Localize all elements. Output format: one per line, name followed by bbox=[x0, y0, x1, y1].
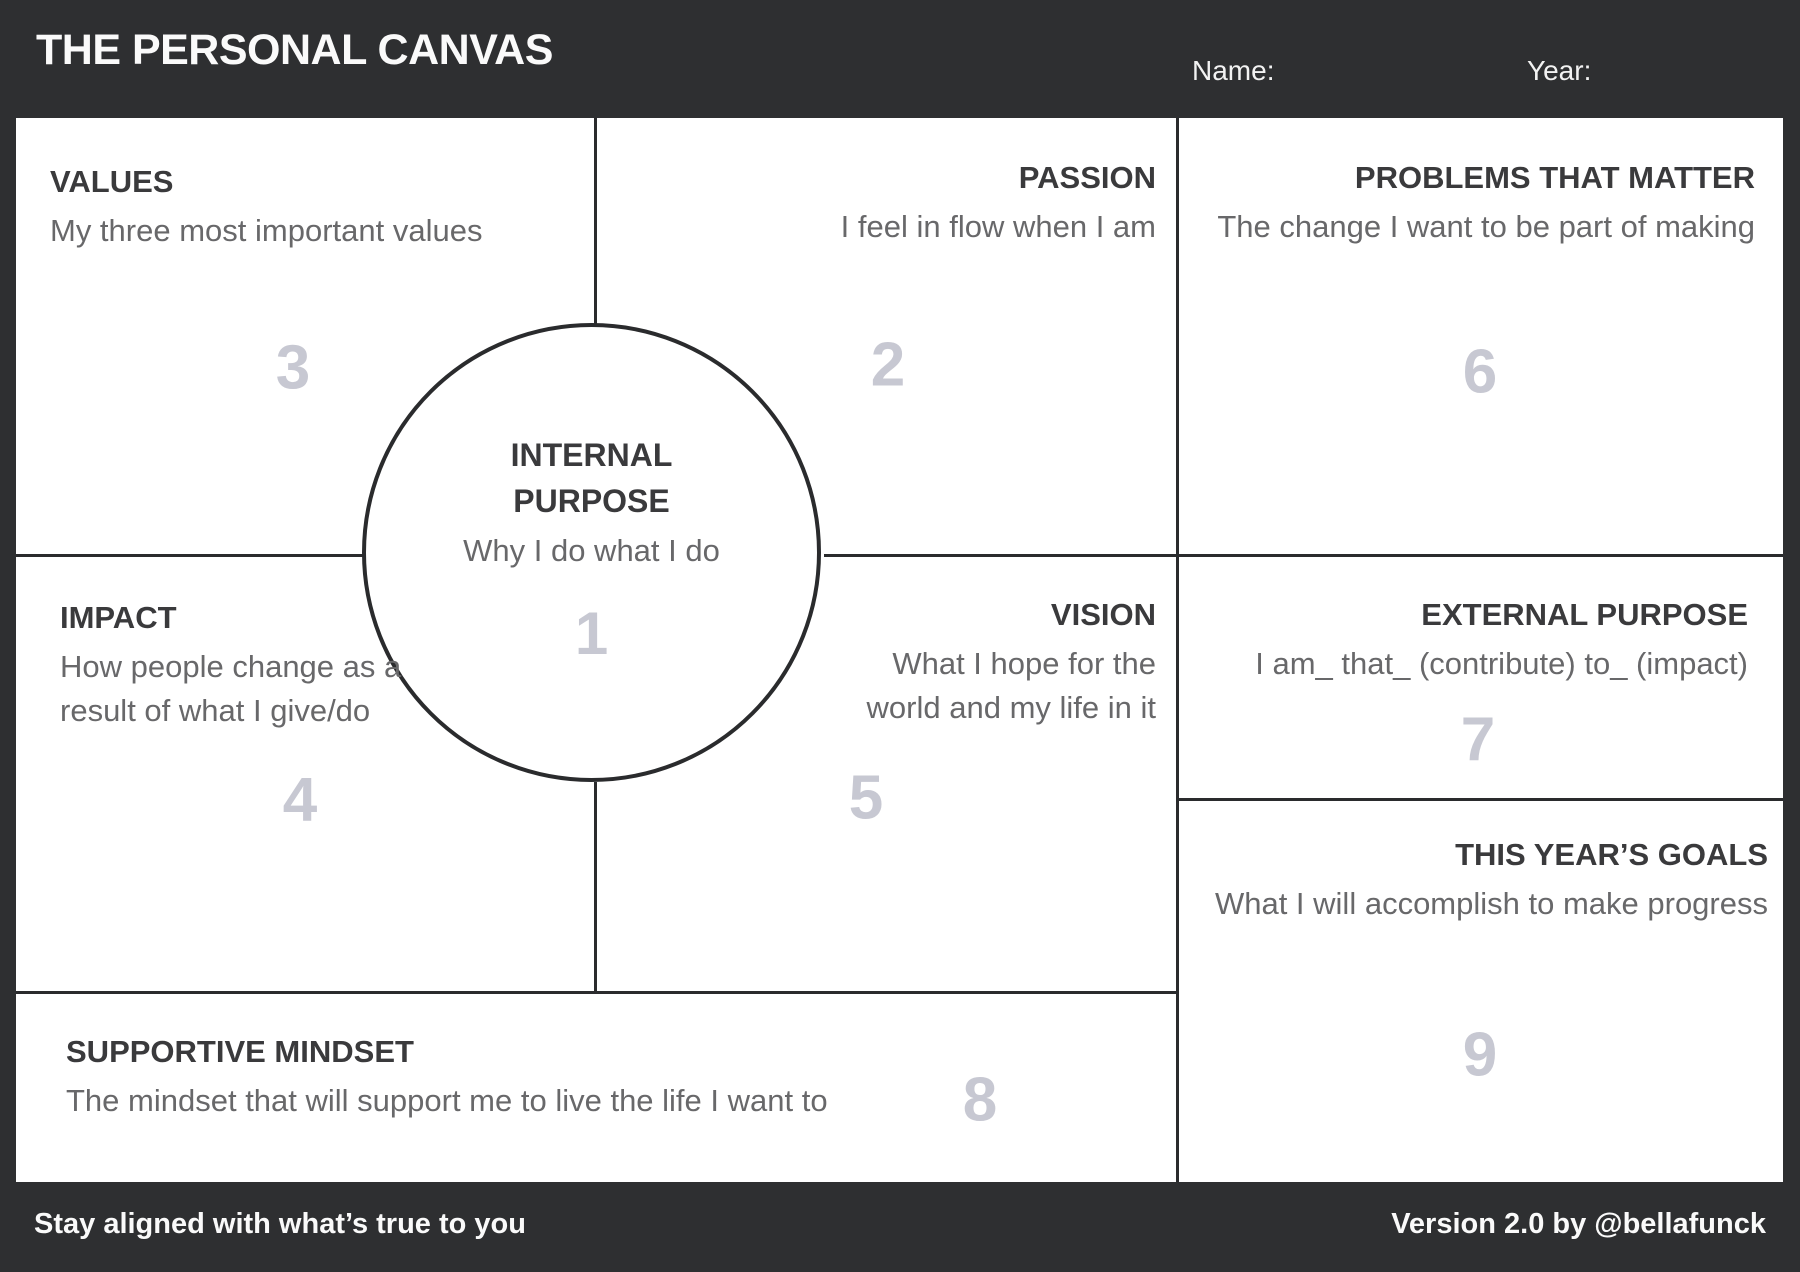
internal-purpose-title-line1: INTERNAL bbox=[510, 437, 673, 473]
section-mindset-number: 8 bbox=[962, 1065, 998, 1135]
divider-horizontal-left bbox=[16, 554, 366, 557]
divider-horizontal-mindset bbox=[16, 991, 1179, 994]
divider-horizontal-right bbox=[1176, 798, 1783, 801]
name-label: Name: bbox=[1192, 55, 1275, 86]
section-vision-title: VISION bbox=[1050, 597, 1156, 632]
section-problems-title: PROBLEMS THAT MATTER bbox=[1354, 160, 1755, 195]
section-mindset-subtitle: The mindset that will support me to live… bbox=[66, 1083, 828, 1119]
section-external-title: EXTERNAL PURPOSE bbox=[1421, 597, 1748, 632]
section-vision-subtitle: What I hope for the world and my life in… bbox=[866, 646, 1156, 726]
section-vision: VISION What I hope for the world and my … bbox=[836, 595, 1156, 730]
section-problems-number: 6 bbox=[1462, 337, 1498, 407]
internal-purpose-circle: INTERNAL PURPOSE Why I do what I do 1 bbox=[362, 323, 821, 782]
section-this-years-goals: THIS YEAR’S GOALS What I will accomplish… bbox=[1168, 835, 1768, 926]
section-passion-number: 2 bbox=[870, 330, 906, 400]
section-passion: PASSION I feel in flow when I am bbox=[726, 158, 1156, 249]
section-external-purpose: EXTERNAL PURPOSE I am_ that_ (contribute… bbox=[1168, 595, 1748, 686]
section-goals-number: 9 bbox=[1462, 1020, 1498, 1090]
divider-vertical-main bbox=[1176, 118, 1179, 1182]
internal-purpose-title-line2: PURPOSE bbox=[513, 483, 670, 520]
section-values: VALUES My three most important values bbox=[50, 162, 570, 253]
section-passion-title: PASSION bbox=[1018, 160, 1156, 195]
footer-tagline: Stay aligned with what’s true to you bbox=[34, 1208, 526, 1240]
section-goals-title: THIS YEAR’S GOALS bbox=[1455, 837, 1768, 872]
section-problems-that-matter: PROBLEMS THAT MATTER The change I want t… bbox=[1155, 158, 1755, 249]
section-supportive-mindset: SUPPORTIVE MINDSET The mindset that will… bbox=[66, 1032, 1016, 1123]
section-vision-number: 5 bbox=[848, 763, 884, 833]
section-external-subtitle: I am_ that_ (contribute) to_ (impact) bbox=[1255, 646, 1748, 682]
section-problems-subtitle: The change I want to be part of making bbox=[1217, 209, 1755, 245]
year-label: Year: bbox=[1527, 55, 1592, 86]
section-impact: IMPACT How people change as a result of … bbox=[60, 598, 410, 733]
canvas-background bbox=[16, 118, 1783, 1182]
section-mindset-title: SUPPORTIVE MINDSET bbox=[66, 1034, 414, 1069]
section-impact-title: IMPACT bbox=[60, 600, 177, 635]
section-goals-subtitle: What I will accomplish to make progress bbox=[1214, 886, 1768, 922]
section-impact-number: 4 bbox=[282, 765, 318, 835]
divider-horizontal-middle bbox=[824, 554, 1783, 557]
section-passion-subtitle: I feel in flow when I am bbox=[840, 209, 1156, 245]
divider-vertical-top bbox=[594, 118, 597, 330]
page-title: THE PERSONAL CANVAS bbox=[36, 26, 553, 74]
footer-version: Version 2.0 by @bellafunck bbox=[1391, 1208, 1766, 1240]
section-values-number: 3 bbox=[275, 333, 311, 403]
section-external-number: 7 bbox=[1460, 705, 1496, 775]
internal-purpose-subtitle: Why I do what I do bbox=[463, 532, 720, 568]
internal-purpose-number: 1 bbox=[574, 599, 609, 667]
section-impact-subtitle: How people change as a result of what I … bbox=[60, 649, 402, 729]
section-values-subtitle: My three most important values bbox=[50, 213, 483, 249]
section-values-title: VALUES bbox=[50, 164, 174, 199]
divider-vertical-bottom bbox=[594, 782, 597, 993]
